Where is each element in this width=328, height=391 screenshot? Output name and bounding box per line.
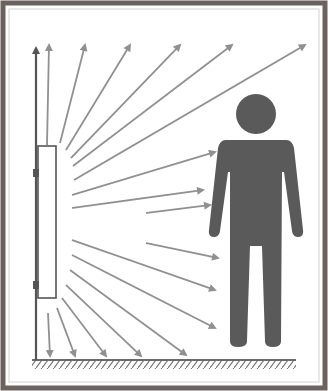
floor: [32, 360, 296, 369]
person-head: [236, 94, 276, 134]
